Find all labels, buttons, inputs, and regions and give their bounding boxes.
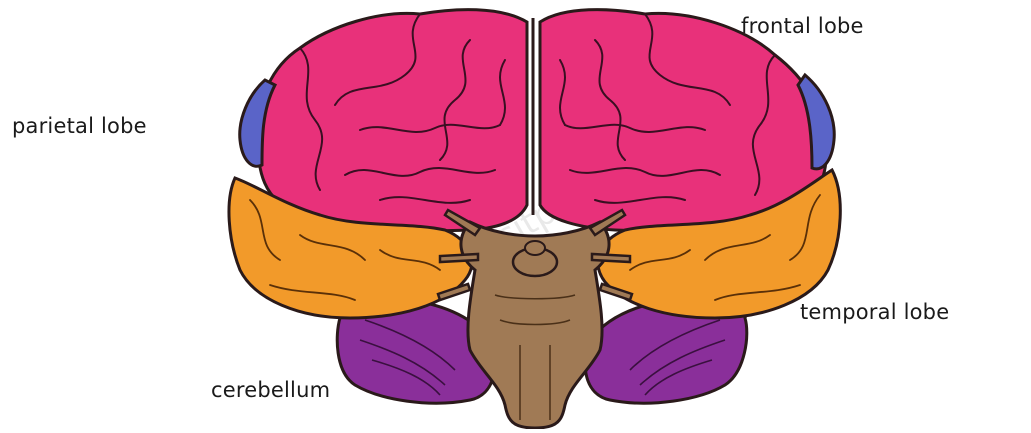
label-frontal-lobe: frontal lobe bbox=[741, 14, 864, 38]
label-cerebellum: cerebellum bbox=[211, 378, 330, 402]
label-parietal-lobe: parietal lobe bbox=[12, 114, 147, 138]
label-temporal-lobe: temporal lobe bbox=[800, 300, 949, 324]
cerebrum-region bbox=[258, 10, 826, 231]
